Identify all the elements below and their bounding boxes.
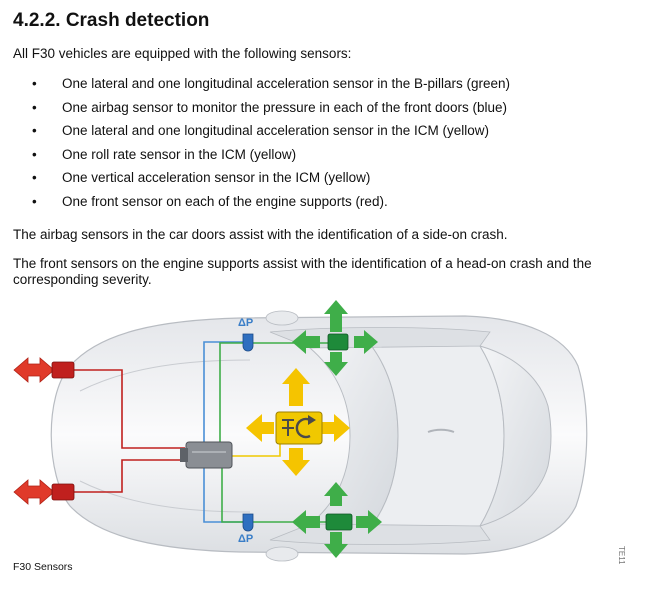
yellow-arrow-icon xyxy=(282,448,310,476)
bullet-icon: • xyxy=(32,193,37,209)
list-item: • One vertical acceleration sensor in the… xyxy=(0,170,660,194)
front-sensor-bottom xyxy=(13,479,75,505)
sensor-diagram: ΔP ΔP TE11-0876 xyxy=(13,300,626,564)
bpillar-sensor-bottom xyxy=(292,482,382,558)
green-arrow-icon xyxy=(356,510,382,534)
green-arrow-icon xyxy=(324,300,348,332)
green-arrow-icon xyxy=(324,352,348,376)
bullet-icon: • xyxy=(32,146,37,162)
bpillar-sensor-top xyxy=(292,300,378,376)
side-window-bottom xyxy=(269,523,491,545)
section-heading: 4.2.2. Crash detection xyxy=(13,10,210,31)
green-wire-top xyxy=(219,342,328,446)
bullet-icon: • xyxy=(32,99,37,115)
bullet-icon: • xyxy=(32,76,37,91)
bullet-icon: • xyxy=(32,123,37,139)
red-sensor-icon xyxy=(51,361,75,379)
figure-caption: F30 Sensors xyxy=(13,561,73,573)
sensor-item-text: One lateral and one longitudinal acceler… xyxy=(62,123,489,139)
yellow-arrow-icon xyxy=(282,368,310,406)
green-sensor-icon xyxy=(325,513,353,531)
intro-text: All F30 vehicles are equipped with the f… xyxy=(13,46,352,61)
head-on-paragraph: The front sensors on the engine supports… xyxy=(13,256,592,287)
control-unit-box xyxy=(185,441,233,469)
sensor-item-text: One lateral and one longitudinal acceler… xyxy=(62,76,511,91)
sensor-item-text: One airbag sensor to monitor the pressur… xyxy=(62,99,507,115)
list-item: • One front sensor on each of the engine … xyxy=(0,194,660,218)
figure-code: TE11-0876 xyxy=(617,546,626,564)
roll-rate-arrowhead-icon xyxy=(308,415,316,425)
side-crash-paragraph: The airbag sensors in the car doors assi… xyxy=(13,227,508,242)
pressure-label: ΔP xyxy=(238,317,253,329)
connector-icon xyxy=(180,448,188,462)
green-arrow-icon xyxy=(324,532,348,558)
front-sensor-top xyxy=(13,357,75,383)
icm-sensor xyxy=(246,368,350,476)
wiring xyxy=(70,341,328,523)
sensor-list: • One lateral and one longitudinal accele… xyxy=(0,76,660,218)
control-unit xyxy=(180,441,233,469)
list-item: • One airbag sensor to monitor the pressu… xyxy=(0,100,660,124)
sensor-item-text: One roll rate sensor in the ICM (yellow) xyxy=(62,146,297,162)
green-arrow-icon xyxy=(324,482,348,506)
yellow-arrow-icon xyxy=(246,414,274,442)
lateral-icon xyxy=(282,419,294,436)
bullet-icon: • xyxy=(32,170,37,186)
list-item: • One lateral and one longitudinal accele… xyxy=(0,76,660,100)
roll-rate-icon xyxy=(295,417,311,439)
hood-line xyxy=(79,359,251,513)
pressure-label: ΔP xyxy=(238,533,253,545)
sensor-item-text: One front sensor on each of the engine s… xyxy=(62,193,388,209)
green-arrow-icon xyxy=(292,510,320,534)
red-arrow-icon xyxy=(13,479,55,505)
roof-antenna xyxy=(427,428,455,433)
blue-sensor-icon xyxy=(242,513,254,532)
red-wire-bottom xyxy=(70,459,185,493)
green-sensor-icon xyxy=(327,333,349,351)
yellow-arrow-icon xyxy=(322,414,350,442)
green-arrow-icon xyxy=(292,330,320,354)
list-item: • One roll rate sensor in the ICM (yellow… xyxy=(0,147,660,171)
mirror-top xyxy=(265,310,299,326)
list-item: • One lateral and one longitudinal accele… xyxy=(0,123,660,147)
rear-window xyxy=(478,345,552,527)
mirror-bottom xyxy=(265,546,299,562)
green-arrow-icon xyxy=(354,330,378,354)
sensor-item-text: One vertical acceleration sensor in the … xyxy=(62,170,371,186)
blue-sensor-icon xyxy=(242,333,254,352)
door-sensor-top: ΔP xyxy=(238,317,254,352)
door-sensor-bottom: ΔP xyxy=(238,513,254,545)
red-sensor-icon xyxy=(51,483,75,501)
red-wire-top xyxy=(70,369,185,449)
red-arrow-icon xyxy=(13,357,55,383)
